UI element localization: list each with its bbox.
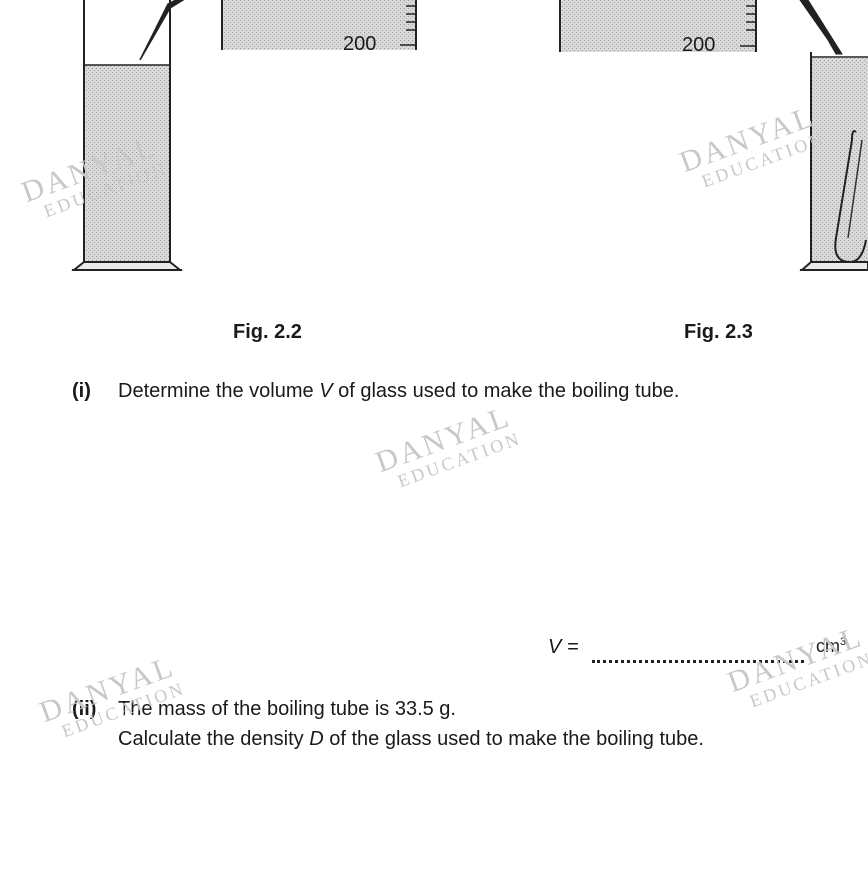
answer-unit: cm3	[816, 636, 847, 656]
right-pointer-line	[799, 0, 843, 55]
figures-diagram	[71, 0, 868, 271]
boiling-tube	[834, 130, 867, 264]
question-ii-number: (ii)	[72, 698, 97, 720]
question-ii-line1: The mass of the boiling tube is 33.5 g.	[118, 698, 456, 720]
answer-blank-line[interactable]	[592, 660, 804, 663]
left-pointer-line	[139, 0, 185, 61]
fig-2-3-caption: Fig. 2.3	[684, 321, 753, 343]
left-measuring-cylinder	[71, 0, 183, 271]
right-measuring-cylinder	[799, 52, 868, 271]
left-scale-panel	[221, 0, 417, 50]
question-i-text: Determine the volume V of glass used to …	[118, 380, 680, 402]
left-scale-label: 200	[343, 33, 377, 55]
question-ii-line2: Calculate the density D of the glass use…	[118, 728, 704, 750]
fig-2-2-caption: Fig. 2.2	[233, 321, 302, 343]
right-scale-panel	[559, 0, 757, 52]
right-scale-label: 200	[682, 34, 716, 56]
question-i-number: (i)	[72, 380, 91, 402]
answer-label: V =	[548, 636, 579, 658]
